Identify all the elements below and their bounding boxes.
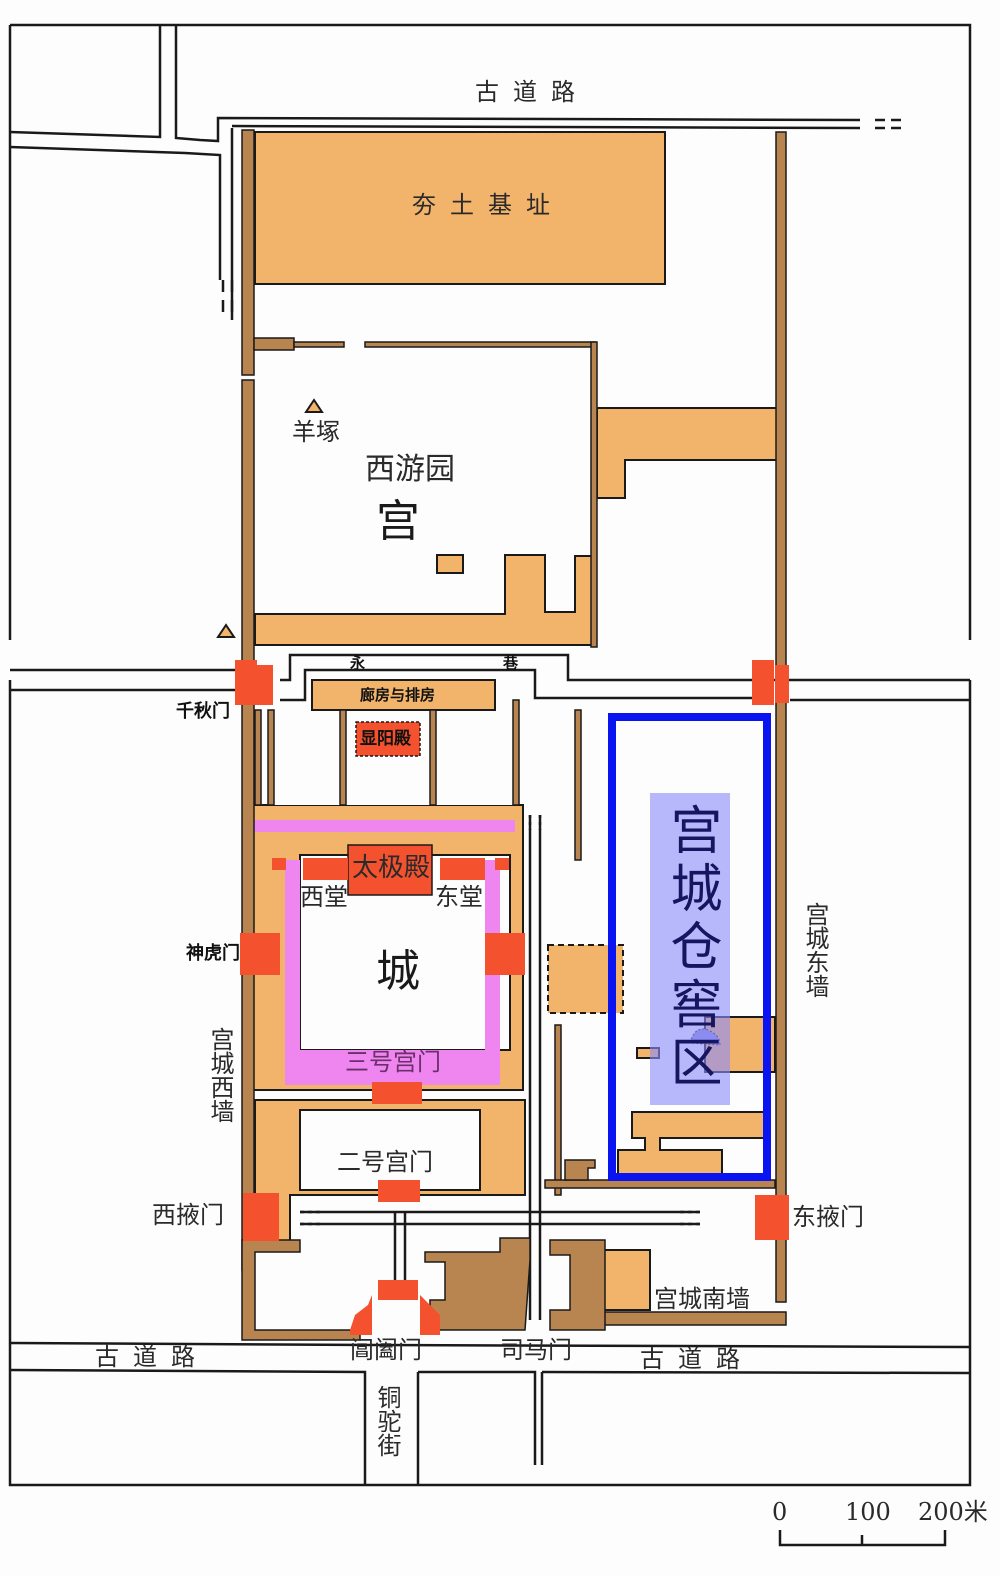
yang-mound-label: 羊塚	[292, 418, 340, 446]
north-road-label: 古道路	[475, 78, 589, 106]
west-hall-label: 西堂	[300, 883, 348, 911]
taiji-hall-label: 太极殿	[352, 853, 431, 883]
west-garden-label: 西游园	[365, 452, 455, 487]
gate-3-label: 三号宫门	[345, 1048, 441, 1076]
scale-tick-0: 0	[772, 1498, 788, 1526]
granary-zone-label: 宫城仓窖区	[650, 793, 730, 1105]
yong-alley-label-1: 永	[350, 654, 366, 672]
shenhu-gate	[240, 933, 280, 975]
scale-bar	[778, 1530, 947, 1547]
east-ye-gate-label: 东掖门	[792, 1203, 864, 1231]
map-frame	[8, 23, 972, 640]
scale-tick-100: 100	[845, 1498, 891, 1526]
city-char-label: 城	[376, 946, 420, 997]
palace-east-wall	[775, 131, 787, 1303]
scale-tick-200: 200米	[918, 1498, 988, 1526]
shenhu-gate-label: 神虎门	[186, 943, 240, 964]
taiji-hall	[347, 844, 433, 896]
south-road-east-label: 古道路	[640, 1345, 754, 1373]
south-wall-label: 宫城南墙	[654, 1285, 750, 1313]
gate-2-label: 二号宫门	[337, 1148, 433, 1176]
east-hall-label: 东堂	[435, 883, 483, 911]
granary-zone-text: 宫城仓窖区	[661, 803, 721, 1093]
palace-west-wall	[241, 129, 255, 376]
rammed-earth-label: 夯土基址	[412, 191, 564, 219]
qianqiu-gate	[235, 660, 257, 705]
corridor-rooms-block	[311, 679, 496, 711]
yang-mound-marker-icon	[304, 398, 324, 413]
west-ye-gate-label: 西掖门	[152, 1201, 224, 1229]
granary-zone-highlight	[608, 713, 771, 1181]
rammed-earth-site	[254, 131, 666, 285]
sima-gate-label: 司马门	[500, 1336, 572, 1364]
changhe-gate-label: 阊阖门	[350, 1336, 422, 1364]
tongtuo-street-label: 铜驼街	[373, 1385, 401, 1457]
west-wall-label: 宫城西墙	[206, 1027, 234, 1123]
qianqiu-gate-label: 千秋门	[176, 701, 230, 722]
xianyang-hall	[355, 721, 421, 757]
south-road-west-label: 古道路	[95, 1343, 209, 1371]
yong-alley-label-2: 巷	[503, 654, 519, 672]
east-wall-label: 宫城东墙	[801, 902, 829, 998]
xianyang-hall-label: 显阳殿	[360, 729, 411, 749]
mound-marker-icon	[216, 623, 236, 638]
changhe-gate	[378, 1280, 418, 1300]
corridor-rooms-label: 廊房与排房	[360, 686, 436, 704]
palace-char-label: 宫	[376, 496, 420, 547]
